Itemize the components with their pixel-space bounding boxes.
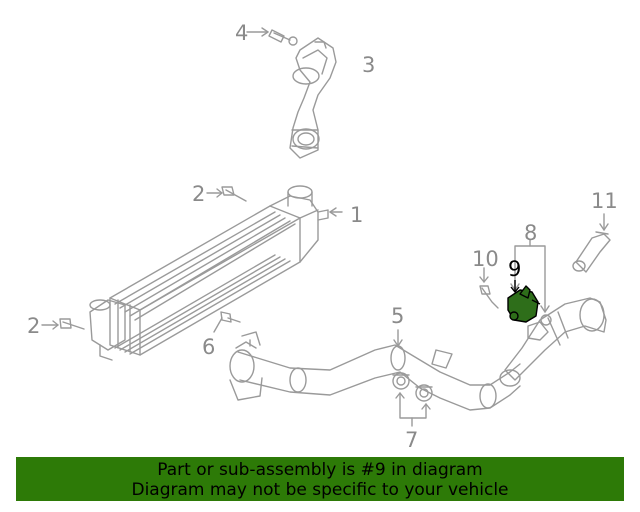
callout-2-upper: 2: [192, 182, 205, 206]
callout-3: 3: [362, 53, 375, 77]
hose-11: [572, 213, 611, 273]
callout-11: 11: [591, 189, 618, 213]
bolt-2-lower: [41, 318, 85, 330]
banner-line-part: Part or sub-assembly is #9 in diagram: [157, 460, 483, 480]
bolt-4: [246, 27, 298, 46]
banner-line-disclaimer: Diagram may not be specific to your vehi…: [131, 480, 509, 500]
intercooler: [89, 185, 343, 361]
callout-10: 10: [472, 247, 499, 271]
callout-1: 1: [350, 203, 363, 227]
bolt-6: [213, 311, 241, 333]
callout-7: 7: [405, 428, 418, 450]
callout-2-lower: 2: [27, 314, 40, 338]
sensor-10: [479, 267, 499, 309]
parts-diagram: 1 2 2 3 4 5 6 7 8 9 10 11: [27, 21, 618, 450]
callout-9: 9: [508, 257, 521, 281]
callout-8: 8: [524, 221, 537, 245]
callout-5: 5: [391, 304, 404, 328]
bolt-2-upper: [206, 186, 247, 202]
callout-6: 6: [202, 335, 215, 359]
info-banner: Part or sub-assembly is #9 in diagram Di…: [16, 457, 624, 501]
grommets-7: [392, 372, 433, 427]
lower-charge-pipe: [229, 331, 521, 411]
upper-intake-hose: [289, 37, 337, 159]
highlighted-part-9: [507, 280, 541, 323]
callout-4: 4: [235, 21, 248, 45]
